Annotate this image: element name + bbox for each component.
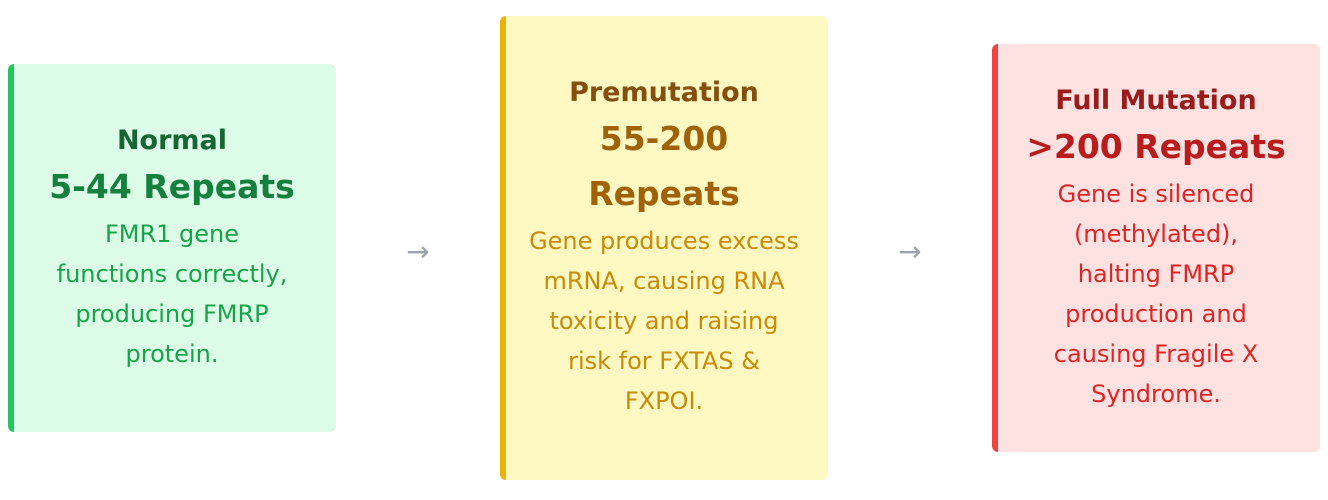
stage-description: Gene produces excess mRNA, causing RNA t… [529,227,799,415]
stage-title: Full Mutation [1055,84,1257,116]
stage-repeat-range: 5-44 Repeats [49,166,295,206]
stage-repeat-range: 55-200 Repeats [588,119,740,213]
stage-card-premutation: Premutation 55-200 Repeats Gene produces… [500,16,828,480]
arrow-right-icon: → [898,235,922,268]
stage-title: Normal [116,124,228,156]
stage-card-normal: Normal 5-44 Repeats FMR1 gene functions … [8,64,336,432]
stage-card-full-mutation: Full Mutation >200 Repeats Gene is silen… [992,44,1320,452]
stage-repeat-range: >200 Repeats [1026,126,1286,166]
stage-title: Premutation [569,77,759,108]
stage-description: FMR1 gene functions correctly, producing… [56,219,288,368]
arrow-right-icon: → [406,235,430,268]
stage-description: Gene is silenced (methylated), halting F… [1053,179,1259,408]
